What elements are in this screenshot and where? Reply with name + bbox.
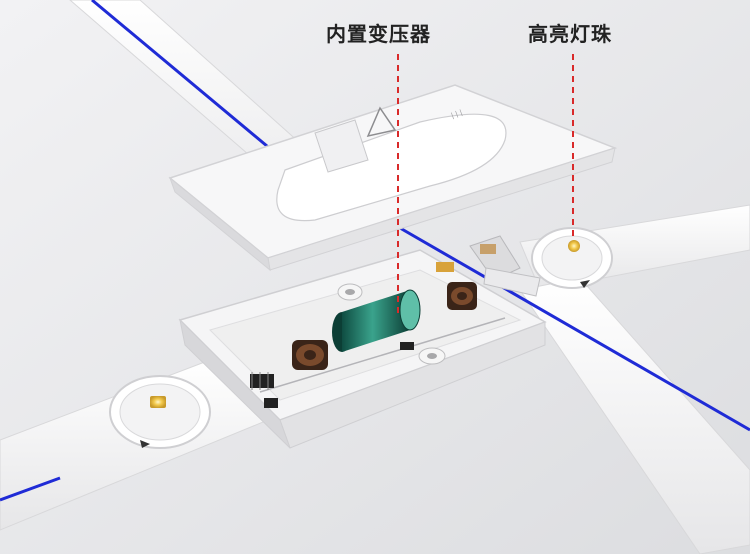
callout-led-bead: 高亮灯珠	[528, 22, 612, 46]
white-post-bottom	[418, 347, 446, 365]
callout-transformer: 内置变压器	[326, 22, 431, 46]
led-bead-right	[531, 227, 613, 289]
inductor-left	[292, 340, 328, 370]
warning-triangle-icon	[366, 106, 397, 138]
inductor-right	[447, 282, 477, 310]
ic-chip	[250, 372, 274, 390]
capacitor	[332, 289, 421, 352]
svg-text:| | |: | | |	[450, 108, 464, 119]
led-bead-left	[109, 375, 211, 449]
wire-bottom-left	[0, 476, 61, 502]
connector	[469, 235, 541, 297]
solder-pad	[436, 262, 454, 272]
wire-right	[399, 226, 750, 432]
top-cover: | | |	[168, 84, 618, 272]
smd-resistor	[400, 342, 414, 350]
smd-component	[264, 398, 278, 408]
white-post-top	[337, 283, 363, 301]
